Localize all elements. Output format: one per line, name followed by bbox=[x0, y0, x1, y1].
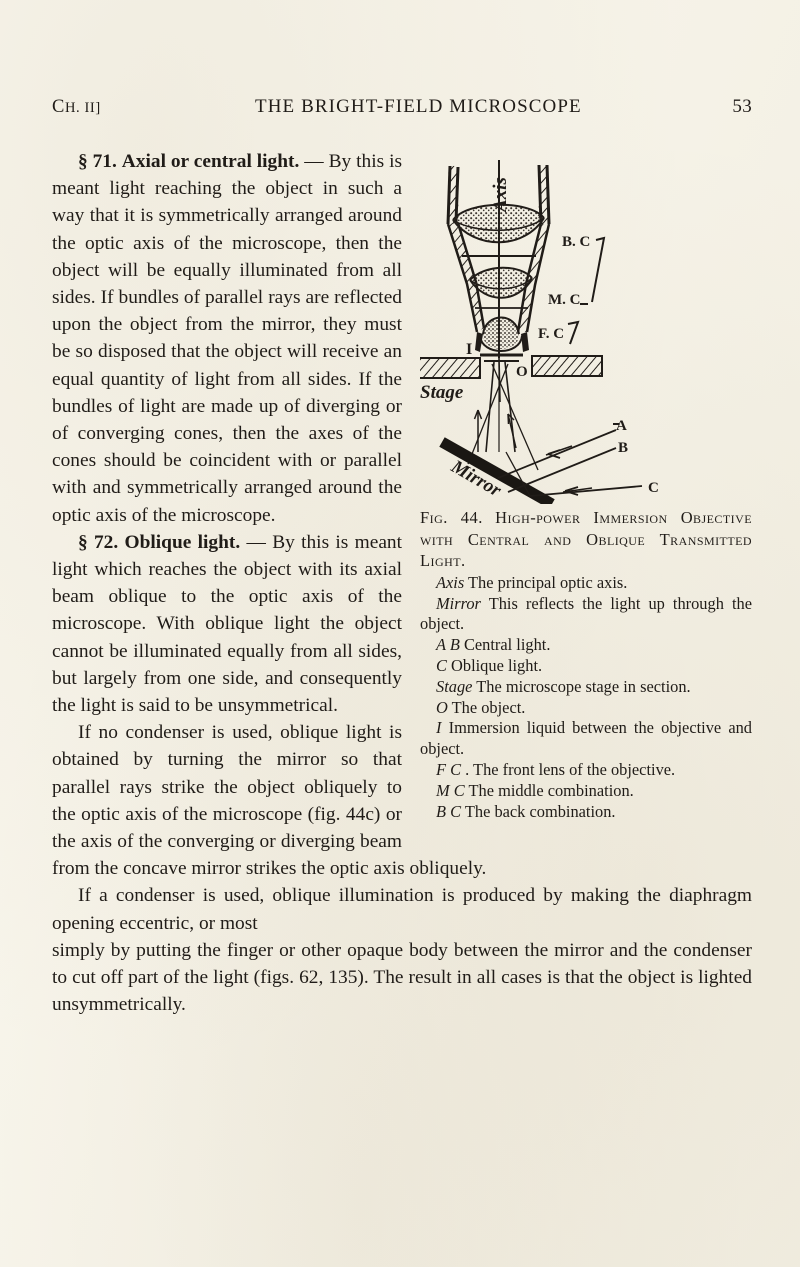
figure-caption-number: Fig. 44. bbox=[420, 508, 483, 527]
legend-item: O The object. bbox=[420, 698, 752, 719]
legend-symbol: M C bbox=[436, 780, 465, 800]
page-number: 53 bbox=[732, 96, 752, 117]
page-content: CH. II] THE BRIGHT-FIELD MICROSCOPE 53 bbox=[52, 96, 752, 1019]
figure-caption: Fig. 44. High-power Immersion Objective … bbox=[420, 508, 752, 573]
legend-item: C Oblique light. bbox=[420, 656, 752, 677]
legend-symbol: Mirror bbox=[436, 593, 481, 613]
figure-label-front-combination: F. C bbox=[538, 326, 564, 342]
legend-description: Oblique light. bbox=[451, 655, 543, 675]
legend-symbol: Stage bbox=[436, 676, 473, 696]
figure-label-back-combination: B. C bbox=[562, 234, 590, 250]
section-number-71: § 71. bbox=[78, 151, 117, 172]
section-72-paragraph-3: If a condenser is used, oblique illumina… bbox=[52, 885, 752, 934]
figure-label-ray-a: A bbox=[616, 418, 627, 434]
legend-symbol: O bbox=[436, 697, 448, 717]
body-text: § 71. Axial or central light. — By this … bbox=[52, 148, 752, 937]
paragraph-section-71: § 71. Axial or central light. — By this … bbox=[52, 148, 752, 529]
legend-item: B C The back combination. bbox=[420, 802, 752, 823]
legend-item: Mirror This reflects the light up throug… bbox=[420, 594, 752, 636]
running-head: CH. II] THE BRIGHT-FIELD MICROSCOPE 53 bbox=[52, 96, 752, 118]
section-72-paragraph-2: If no condenser is used, oblique light i… bbox=[52, 722, 487, 880]
figure-label-immersion: I bbox=[466, 341, 472, 358]
page-title: THE BRIGHT-FIELD MICROSCOPE bbox=[255, 96, 582, 117]
figure-label-axis: Axis bbox=[490, 177, 511, 213]
figure-44: Axis B. C M. C F. C I O Stage Mirror A B… bbox=[420, 152, 752, 822]
section-72-paragraph-1: By this is meant light which reaches the… bbox=[52, 531, 403, 717]
legend-symbol: F C bbox=[436, 759, 462, 779]
paragraph-section-72: § 72. Oblique light. — By this is meant … bbox=[52, 529, 752, 719]
legend-item: Axis The principal optic axis. bbox=[420, 573, 752, 594]
section-71-text-a: By this is meant light reaching the obje… bbox=[52, 151, 402, 336]
figure-label-stage: Stage bbox=[420, 382, 464, 403]
legend-symbol: Axis bbox=[436, 572, 465, 592]
em-dash: — bbox=[304, 151, 324, 172]
legend-item: Stage The microscope stage in section. bbox=[420, 677, 752, 698]
figure-label-middle-combination: M. C bbox=[548, 292, 581, 308]
chapter-marker: CH. II] bbox=[52, 97, 101, 117]
legend-description: Central light. bbox=[463, 635, 551, 655]
legend-symbol: A B bbox=[436, 635, 460, 655]
legend-description: The back combination. bbox=[464, 801, 616, 821]
legend-symbol: C bbox=[436, 655, 447, 675]
legend-description: The principal optic axis. bbox=[468, 572, 628, 592]
section-heading-72: Oblique light. bbox=[124, 531, 241, 553]
legend-item: I Immersion liquid between the objective… bbox=[420, 718, 752, 760]
figure-illustration: Axis B. C M. C F. C I O Stage Mirror A B… bbox=[420, 152, 752, 504]
legend-description: The object. bbox=[451, 697, 526, 717]
legend-description: This reflects the light up through the o… bbox=[420, 593, 752, 634]
section-71-text-b: the object from the mirror, they must be… bbox=[52, 314, 402, 526]
figure-legend: Axis The principal optic axis. Mirror Th… bbox=[420, 573, 752, 823]
legend-description: The middle combination. bbox=[468, 780, 634, 800]
em-dash: — bbox=[246, 531, 266, 553]
closing-text: simply by putting the finger or other op… bbox=[52, 937, 752, 1019]
legend-symbol: B C bbox=[436, 801, 462, 821]
legend-description: The microscope stage in section. bbox=[476, 676, 691, 696]
figure-label-object: O bbox=[516, 364, 528, 380]
section-number-72: § 72. bbox=[78, 531, 119, 553]
section-72-paragraph-4: simply by putting the finger or other op… bbox=[52, 939, 752, 1016]
legend-item: M C The middle combination. bbox=[420, 781, 752, 802]
legend-description: . The front lens of the objective. bbox=[465, 759, 676, 779]
legend-symbol: I bbox=[436, 718, 442, 738]
section-heading-71: Axial or central light. bbox=[121, 151, 300, 172]
figure-label-ray-c: C bbox=[648, 480, 659, 496]
legend-item: F C . The front lens of the objective. bbox=[420, 760, 752, 781]
figure-caption-title: High-power Immersion Objective with Cent… bbox=[420, 508, 752, 571]
legend-item: A B Central light. bbox=[420, 635, 752, 656]
legend-description: Immersion liquid between the objective a… bbox=[420, 718, 752, 759]
figure-label-ray-b: B bbox=[618, 440, 628, 456]
